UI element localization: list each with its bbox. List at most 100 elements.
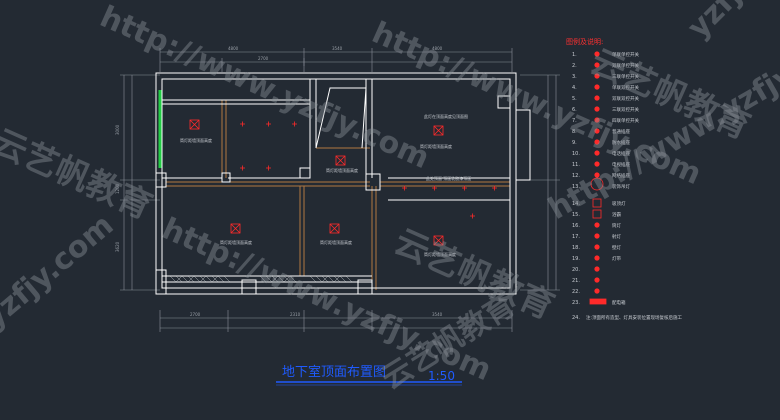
legend-symbol-icon xyxy=(594,95,600,101)
walls xyxy=(155,72,531,295)
watermark: 云艺帆教育 xyxy=(0,122,158,228)
legend-item: 11.电视插座 xyxy=(572,161,630,168)
legend-item-number: 3. xyxy=(572,74,577,80)
legend-item: 5. 双联双控开关 xyxy=(572,95,639,102)
legend-symbol-icon xyxy=(594,106,600,112)
legend-item-label: 防水插座 xyxy=(612,139,630,146)
legend-symbol-icon xyxy=(594,150,600,156)
legend-item-number: 2. xyxy=(572,63,577,69)
legend-item-label: 注:顶面所有造型、灯具安装位置现场复核后施工 xyxy=(586,314,683,321)
room-label: 此灯在顶面高度见顶面图 xyxy=(424,113,468,119)
legend: 1. 单联单控开关 2. 双联单控开关 3.三联单控开关 4.单联双控开关 5. 双联双控开关… xyxy=(572,51,683,321)
legend-item-label: 筒灯 xyxy=(612,222,621,229)
legend-item-number: 10. xyxy=(572,151,580,157)
legend-item-number: 24. xyxy=(572,315,580,321)
room-label: 筒灯距墙顶面高度 xyxy=(220,239,252,245)
legend-symbol-icon xyxy=(594,161,600,167)
legend-symbol-icon xyxy=(594,128,600,134)
dim-top-4: 4800 xyxy=(432,46,443,51)
legend-item-number: 23. xyxy=(572,300,580,306)
legend-item-number: 22. xyxy=(572,289,580,295)
dim-top-1: 4800 xyxy=(228,46,239,51)
dim-left-1: 3000 xyxy=(115,124,120,135)
legend-item-label: 射灯 xyxy=(612,233,621,240)
drawing-title: 地下室顶面布置图 xyxy=(282,364,386,380)
room-label: 此处顶面 顶面乳胶漆顶面 xyxy=(426,175,471,181)
legend-item-label: 双联双控开关 xyxy=(612,95,639,102)
legend-item-number: 12. xyxy=(572,173,580,179)
watermark: yzfjy xyxy=(681,0,763,46)
legend-item: 9. 防水插座 xyxy=(572,139,630,146)
legend-item: 3.三联单控开关 xyxy=(572,73,639,80)
legend-symbol-icon xyxy=(590,177,604,191)
legend-item: 22. xyxy=(572,288,600,295)
bottom-dimension-lines xyxy=(159,310,513,332)
legend-item: 12.网络插座 xyxy=(572,172,630,179)
legend-item: 4.单联双控开关 xyxy=(572,84,639,91)
legend-item-number: 8. xyxy=(572,129,577,135)
dim-bottom-2: 2310 xyxy=(290,312,301,317)
legend-item-label: 单联单控开关 xyxy=(612,51,639,58)
legend-item-label: 普通插座 xyxy=(612,128,630,135)
legend-symbol-icon xyxy=(594,139,600,145)
legend-item-number: 9. xyxy=(572,140,577,146)
legend-item-label: 双联单控开关 xyxy=(612,62,639,69)
legend-item-label: 三联双控开关 xyxy=(612,106,639,113)
room-label: 筒灯距墙顶面高度 xyxy=(320,239,352,245)
legend-item: 16. 筒灯 xyxy=(572,222,621,229)
legend-item: 24. 注:顶面所有造型、灯具安装位置现场复核后施工 xyxy=(572,314,683,321)
legend-item: 6. 三联双控开关 xyxy=(572,106,639,113)
ceiling-light-icon xyxy=(189,119,200,130)
dim-top-2: 2700 xyxy=(258,56,269,61)
legend-item: 2. 双联单控开关 xyxy=(572,62,639,69)
legend-item-number: 15. xyxy=(572,212,580,218)
legend-item-number: 17. xyxy=(572,234,580,240)
dim-left-3: 3620 xyxy=(115,241,120,252)
legend-item-number: 6. xyxy=(572,107,577,113)
watermarks: http://www.yzfjy.com 云艺帆教育 http://www.yz… xyxy=(0,0,780,397)
legend-item: 21. xyxy=(572,277,600,284)
ceiling-light-icon xyxy=(329,223,340,234)
legend-title: 图例及说明: xyxy=(566,37,603,46)
legend-item-label: 灯带 xyxy=(612,255,621,262)
legend-item: 7.四联单控开关 xyxy=(572,117,639,124)
legend-symbol-icon xyxy=(594,277,600,283)
legend-item: 19. 灯带 xyxy=(572,255,621,262)
window-hatching xyxy=(169,275,353,283)
room-label: 筒灯距墙顶面高度 xyxy=(326,167,358,173)
legend-item-number: 19. xyxy=(572,256,580,262)
legend-item-label: 电视插座 xyxy=(612,161,630,168)
legend-item-number: 16. xyxy=(572,223,580,229)
legend-item: 13.装饰吊灯 xyxy=(572,177,630,191)
legend-item-number: 4. xyxy=(572,85,577,91)
legend-item-label: 装饰吊灯 xyxy=(612,183,630,190)
dim-top-3: 3540 xyxy=(332,46,343,51)
legend-symbol-icon xyxy=(589,298,607,305)
legend-item-label: 电话插座 xyxy=(612,150,630,157)
ceiling-light-icon xyxy=(433,235,444,246)
legend-symbol-icon xyxy=(592,209,602,219)
legend-item: 1. 单联单控开关 xyxy=(572,51,639,58)
legend-item-number: 21. xyxy=(572,278,580,284)
legend-symbol-icon xyxy=(594,233,600,239)
legend-item-number: 20. xyxy=(572,267,580,273)
legend-symbol-icon xyxy=(594,288,600,294)
legend-symbol-icon xyxy=(594,255,600,261)
legend-item-label: 配电箱 xyxy=(612,299,626,306)
legend-symbol-icon xyxy=(594,117,600,123)
legend-symbol-icon xyxy=(594,84,600,90)
legend-symbol-icon xyxy=(594,73,600,79)
legend-item: 10. 电话插座 xyxy=(572,150,630,157)
side-dimension-lines xyxy=(120,74,560,291)
legend-item-number: 1. xyxy=(572,52,577,58)
legend-symbol-icon xyxy=(594,222,600,228)
legend-symbol-icon xyxy=(594,51,600,57)
dim-bottom-1: 2700 xyxy=(190,312,201,317)
ceiling-light-icon xyxy=(335,155,346,166)
legend-item-number: 5. xyxy=(572,96,577,102)
room-label: 筒灯距墙顶面高度 xyxy=(420,143,452,149)
watermark: yzfjy.com xyxy=(0,208,120,337)
dim-left-2: 1200 xyxy=(115,183,120,194)
ceiling-beams xyxy=(166,100,510,290)
